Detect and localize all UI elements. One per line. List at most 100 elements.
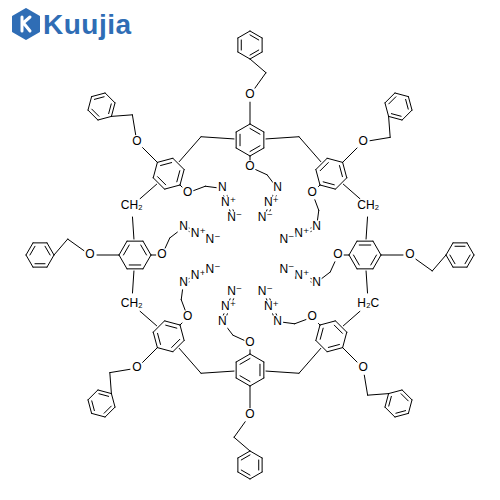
bond-line (320, 321, 335, 325)
bond-line (33, 267, 47, 268)
bond-line (166, 325, 177, 328)
bond-line (88, 97, 92, 111)
bond-line (193, 186, 205, 190)
bond-line (284, 322, 295, 323)
bond-line (47, 255, 54, 267)
bond-line (250, 378, 264, 386)
bond-line (201, 137, 234, 139)
bond-line (453, 242, 467, 243)
bond-line (35, 263, 45, 264)
bond-line (370, 137, 390, 140)
bond-line (240, 134, 241, 146)
atom-label: CH₂ (356, 199, 380, 212)
bond-line (381, 255, 403, 256)
atom-label: O (244, 88, 255, 101)
bond-line (98, 116, 112, 120)
bond-line (236, 132, 237, 148)
bond-line (110, 369, 130, 372)
bond-line (241, 455, 250, 460)
bond-line (88, 390, 98, 400)
bond-line (201, 371, 234, 373)
atom-label: N (311, 221, 322, 234)
bond-line (238, 31, 250, 38)
bond-line (389, 97, 396, 104)
bond-line (240, 376, 250, 382)
atom-label: O (182, 186, 193, 199)
bond-line (238, 52, 250, 59)
bond-line (295, 319, 307, 323)
bond-line (389, 116, 403, 120)
atom-label: N⁺ (293, 227, 310, 240)
atom-label: O (307, 311, 318, 324)
bond-line (335, 178, 346, 189)
bond-line (467, 255, 474, 267)
bond-line (165, 321, 180, 325)
bond-line (250, 35, 259, 40)
bond-line (373, 241, 381, 255)
bond-line (401, 394, 408, 401)
bond-line (240, 358, 250, 364)
bond-line (54, 239, 68, 255)
bond-line (330, 260, 335, 272)
bond-line (406, 99, 409, 109)
bond-line (180, 170, 184, 185)
bond-line (173, 158, 184, 169)
bond-line (97, 255, 119, 256)
bond-line (30, 246, 35, 255)
bond-line (26, 255, 33, 267)
bond-line (143, 241, 151, 255)
bond-line (321, 272, 330, 279)
bond-line (179, 137, 201, 162)
bond-line (250, 50, 259, 55)
bond-line (180, 325, 184, 340)
atom-label: O (404, 248, 415, 261)
atom-label: N⁻ (205, 264, 222, 277)
bond-line (236, 148, 250, 156)
bond-line (339, 166, 342, 177)
atom-label: N⁻ (278, 233, 295, 246)
atom-label: O (332, 248, 343, 261)
bond-line (236, 362, 237, 378)
bond-line (320, 185, 335, 189)
bond-line (153, 321, 164, 332)
atom-label: N (272, 315, 283, 328)
atom-label: N⁻ (226, 285, 243, 298)
bond-line (141, 245, 147, 255)
bond-line (299, 348, 321, 373)
bond-line (127, 241, 143, 242)
atom-label: N⁺ (263, 300, 280, 313)
bond-line (109, 104, 112, 114)
bond-line (266, 137, 299, 139)
bond-line (396, 411, 406, 414)
bond-line (366, 271, 367, 293)
bond-line (408, 400, 412, 414)
bond-line (158, 333, 161, 344)
bond-line (238, 451, 250, 458)
bond-line (314, 198, 318, 210)
bond-line (335, 321, 346, 332)
bond-line (92, 413, 106, 417)
bond-line (45, 246, 50, 255)
bond-line (316, 325, 320, 340)
atom-label: O (357, 362, 368, 375)
bond-line (467, 243, 474, 255)
bond-line (327, 158, 342, 162)
bond-line (250, 52, 262, 59)
bond-line (129, 264, 141, 265)
atom-label: O (156, 248, 167, 261)
bond-line (153, 178, 164, 189)
bond-line (446, 255, 453, 267)
atom-label: N⁻ (226, 211, 243, 224)
bond-line (105, 93, 115, 103)
bond-line (450, 255, 455, 264)
atom-label: O (131, 135, 142, 148)
bond-line (395, 93, 409, 97)
atom-label: N (178, 221, 189, 234)
atom-label: N (178, 276, 189, 289)
atom-label: N⁺ (293, 270, 310, 283)
bond-line (446, 243, 453, 255)
bond-line (234, 421, 246, 438)
bond-line (416, 259, 433, 271)
bond-line (316, 158, 327, 169)
bond-line (250, 146, 260, 152)
